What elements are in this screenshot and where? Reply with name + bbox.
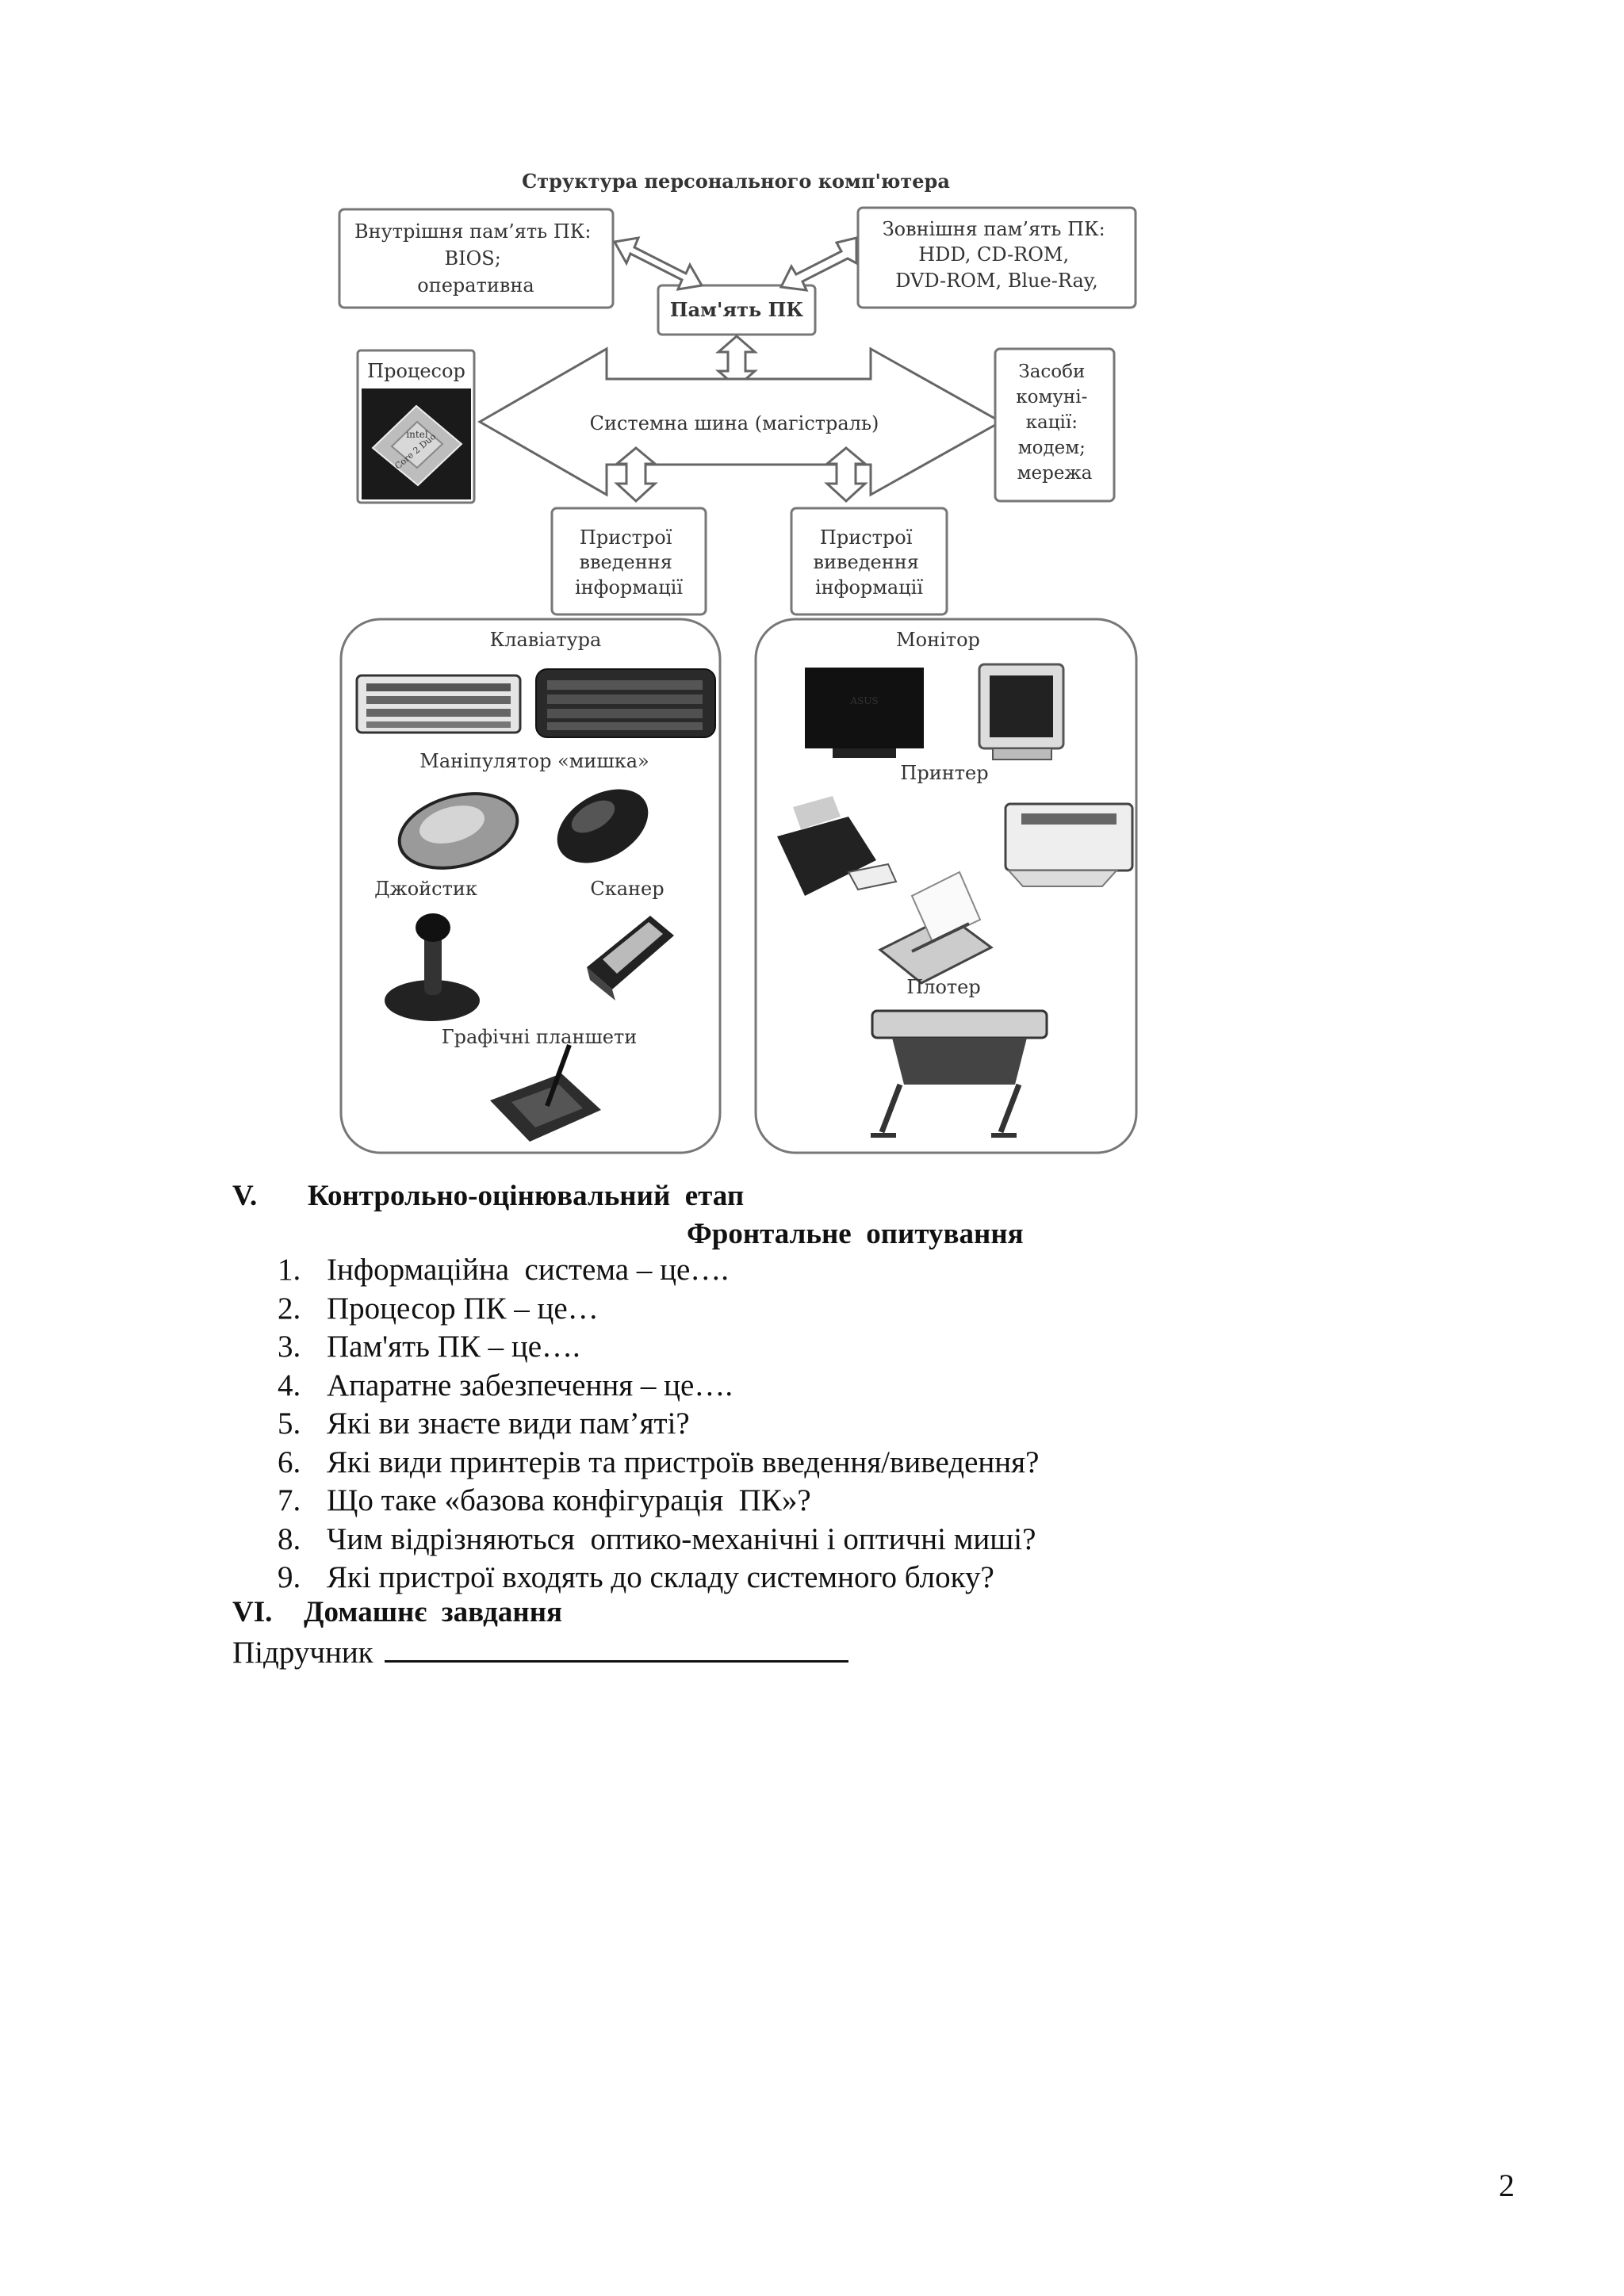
question-text: Процесор ПК – це… (327, 1291, 599, 1326)
scanner-image (587, 916, 674, 1001)
printer-image-inkjet (777, 796, 898, 896)
internal-memory-label: Внутрішня пам’ять ПК: BIOS; оперативна (354, 220, 597, 297)
section-6-number: VI. (232, 1596, 273, 1628)
homework-line: Підручник (232, 1633, 848, 1670)
mouse-image-light (397, 792, 519, 870)
question-item: 7. Що таке «базова конфігурація ПК»? (278, 1482, 1039, 1521)
internal-memory-box (338, 208, 615, 309)
question-text: Чим відрізняються оптико-механічні і опт… (327, 1521, 1036, 1556)
communication-label: Засоби комуні- кації: модем; мережа (1016, 362, 1093, 484)
tablet-image (490, 1043, 601, 1142)
section-5-heading: V. Контрольно-оцінювальний етап (232, 1179, 744, 1213)
processor-chip-icon: intel Core 2 Duo (371, 404, 463, 487)
monitor-label: Монітор (896, 629, 980, 651)
pc-structure-diagram: Структура персонального комп'ютера Внутр… (338, 170, 1138, 1154)
memory-label: Пам'ять ПК (670, 298, 803, 321)
output-devices-box (790, 507, 948, 616)
question-item: 3. Пам'ять ПК – це…. (278, 1328, 1039, 1367)
question-number: 6. (278, 1445, 301, 1479)
keyboard-image-light (355, 674, 522, 734)
question-text: Апаратне забезпечення – це…. (327, 1368, 733, 1402)
question-text: Що таке «базова конфігурація ПК»? (327, 1483, 811, 1517)
section-5-title: Контрольно-оцінювальний етап (308, 1180, 745, 1212)
homework-blank-field[interactable] (384, 1633, 848, 1663)
question-text: Пам'ять ПК – це…. (327, 1330, 580, 1364)
section-6-title: Домашнє завдання (304, 1596, 563, 1628)
scanner-label: Сканер (590, 878, 664, 900)
arrow-external-memory (779, 236, 858, 292)
mouse-image-dark (557, 789, 649, 863)
keyboard-label: Клавіатура (490, 629, 602, 651)
communication-box (994, 347, 1116, 503)
question-item: 6. Які види принтерів та пристроїв введен… (278, 1444, 1039, 1483)
question-text: Інформаційна система – це…. (327, 1253, 730, 1287)
memory-box (657, 284, 817, 336)
question-number: 3. (278, 1330, 301, 1364)
section-5-number: V. (232, 1180, 258, 1212)
question-number: 9. (278, 1560, 301, 1594)
chip-brand-label: intel (406, 429, 427, 440)
frontal-survey-heading: Фронтальне опитування (687, 1218, 1024, 1250)
system-bus-label: Системна шина (магістраль) (590, 412, 879, 434)
question-number: 2. (278, 1291, 301, 1326)
question-item: 2. Процесор ПК – це… (278, 1290, 1039, 1329)
question-item: 9. Які пристрої входять до складу системн… (278, 1559, 1039, 1598)
keyboard-image-dark (535, 668, 716, 738)
question-number: 7. (278, 1483, 301, 1517)
questions-list: 1. Інформаційна система – це…. 2. Процесор… (278, 1251, 1039, 1598)
printer-image-laser (1004, 802, 1134, 887)
arrow-internal-memory (612, 236, 704, 291)
tablets-label: Графічні планшети (442, 1026, 638, 1048)
joystick-label: Джойстик (374, 878, 477, 900)
homework-label: Підручник (232, 1636, 373, 1670)
section-6-heading: VI. Домашнє завдання (232, 1595, 562, 1629)
printer-label: Принтер (900, 762, 988, 784)
plotter-label: Плотер (906, 976, 980, 998)
question-number: 8. (278, 1521, 301, 1556)
question-item: 1. Інформаційна система – це…. (278, 1251, 1039, 1290)
diagram-title: Структура персонального комп'ютера (522, 170, 950, 193)
page-number: 2 (1499, 2168, 1515, 2203)
question-item: 4. Апаратне забезпечення – це…. (278, 1367, 1039, 1406)
input-devices-box (550, 507, 707, 616)
question-number: 5. (278, 1406, 301, 1441)
arrow-bus-input (613, 446, 659, 503)
arrow-bus-output (823, 446, 869, 503)
monitor-brand-label: ASUS (849, 695, 878, 706)
external-memory-label: Зовнішня пам’ять ПК: HDD, CD-ROM, DVD-RO… (883, 218, 1112, 292)
processor-label: Процесор (367, 360, 465, 382)
monitor-image-flat: ASUS (805, 668, 924, 758)
joystick-image (385, 913, 480, 1021)
question-number: 4. (278, 1368, 301, 1402)
mouse-label: Маніпулятор «мишка» (419, 750, 649, 772)
question-item: 5. Які ви знаєте види пам’яті? (278, 1405, 1039, 1444)
question-number: 1. (278, 1253, 301, 1287)
printer-image-dot-matrix (878, 871, 994, 985)
input-devices-label: Пристрої введення інформації (575, 526, 683, 599)
question-text: Які пристрої входять до складу системног… (327, 1560, 994, 1594)
output-devices-label: Пристрої виведення інформації (814, 526, 925, 599)
question-item: 8. Чим відрізняються оптико-механічні і о… (278, 1521, 1039, 1559)
plotter-image (871, 1009, 1048, 1138)
question-text: Які ви знаєте види пам’яті? (327, 1406, 690, 1441)
question-text: Які види принтерів та пристроїв введення… (327, 1445, 1040, 1479)
monitor-image-crt (978, 663, 1065, 760)
external-memory-box (856, 206, 1137, 309)
